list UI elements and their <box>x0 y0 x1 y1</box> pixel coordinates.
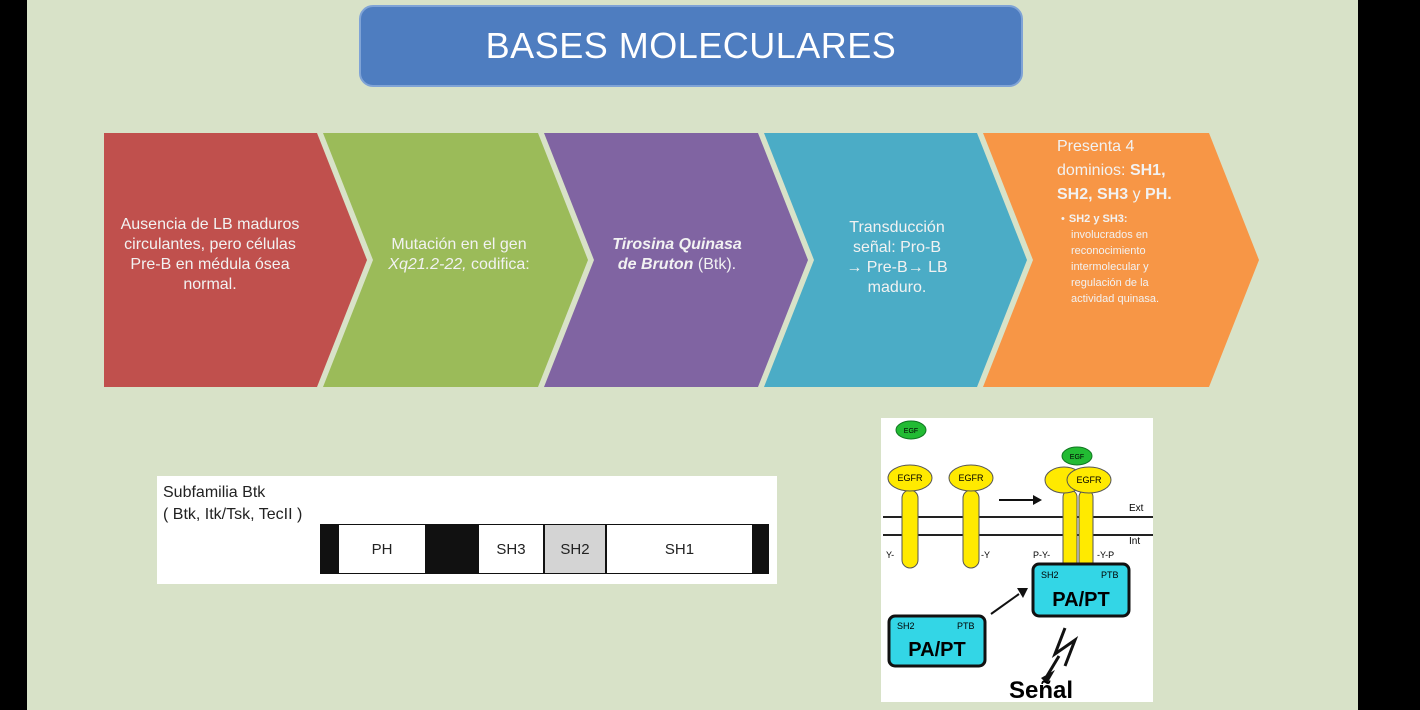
chevron-step-4 <box>764 133 1027 387</box>
papt-free-label: PA/PT <box>908 639 965 661</box>
papt-bound-ptb: PTB <box>1101 570 1119 580</box>
ext-label: Ext <box>1129 503 1144 514</box>
btk-title-line-2: ( Btk, Itk/Tsk, TecII ) <box>163 506 303 523</box>
papt-bound-sh2: SH2 <box>1041 570 1059 580</box>
domain-sh3: SH3 <box>478 524 544 574</box>
step-2-label: Mutación en el gen Xq21.2-22, codifica: <box>384 235 534 275</box>
recruitment-arrowhead <box>1017 588 1028 598</box>
egfr-1-head <box>887 464 933 492</box>
step-5-bullets: SH2 y SH3: involucrados en reconocimient… <box>1057 211 1187 307</box>
egf-free-label: EGF <box>904 428 918 435</box>
chevron-step-2 <box>323 133 588 387</box>
recruitment-arrow <box>990 593 1020 615</box>
egfr-1-stem <box>901 489 919 569</box>
step-4-text: Transducción señal: Pro-B → Pre-B→ LB ma… <box>827 210 967 305</box>
step-4-line-2: → Pre-B→ LB maduro. <box>846 258 948 296</box>
signal-label: Señal <box>1009 677 1073 702</box>
step-3-label: Tirosina Quinasa de Bruton (Btk). <box>607 235 747 275</box>
papt-free-sh2: SH2 <box>897 621 915 631</box>
step-1-text: Ausencia de LB maduros circulantes, pero… <box>110 200 310 310</box>
egf-free <box>895 420 927 440</box>
signal-arrow-line <box>1045 655 1061 677</box>
int-label: Int <box>1129 536 1140 547</box>
egfr-dimer-stem-1 <box>1062 489 1078 573</box>
py-left-label: P-Y- <box>1033 550 1050 560</box>
step-5-and: y <box>1132 186 1141 203</box>
papt-bound <box>1031 562 1131 618</box>
btk-domain-diagram: Subfamilia Btk ( Btk, Itk/Tsk, TecII ) P… <box>157 476 777 584</box>
btk-linker <box>426 524 478 574</box>
step-5-bullet-text: involucrados en reconocimiento intermole… <box>1071 229 1160 305</box>
signal-zigzag <box>1051 627 1079 667</box>
chevron-step-1 <box>104 133 367 387</box>
dimerization-arrowhead <box>1033 495 1042 505</box>
step-2-text-1: Mutación en el gen <box>391 236 527 253</box>
step-5-domains: SH1, SH2, SH3 <box>1057 162 1166 203</box>
step-3-text: Tirosina Quinasa de Bruton (Btk). <box>607 215 747 295</box>
egf-bound-label: EGF <box>1070 454 1084 461</box>
step-1-label: Ausencia de LB maduros circulantes, pero… <box>120 216 300 293</box>
process-chevrons <box>104 133 1259 387</box>
y-right-label: -Y <box>981 550 990 560</box>
btk-n-terminus <box>320 524 338 574</box>
step-5-ph: PH. <box>1145 186 1172 203</box>
papt-free-ptb: PTB <box>957 621 975 631</box>
domain-ph: PH <box>338 524 426 574</box>
btk-diagram-title: Subfamilia Btk ( Btk, Itk/Tsk, TecII ) <box>163 482 302 526</box>
slide: BASES MOLECULARES Ausencia de LB maduros… <box>27 0 1358 710</box>
btk-title-line-1: Subfamilia Btk <box>163 484 266 501</box>
step-2-text-2: codifica: <box>471 256 530 273</box>
signal-arrowhead <box>1041 670 1055 684</box>
step-3-abbrev: (Btk). <box>697 256 737 273</box>
papt-free <box>887 614 987 668</box>
egfr-dimer-stem-2 <box>1078 489 1094 573</box>
domain-sh1: SH1 <box>606 524 753 574</box>
step-4-line-1: Transducción señal: Pro-B <box>849 218 945 256</box>
egfr-signaling-diagram: Ext Int EGF EGFR Y- EGFR -Y EGF <box>881 418 1153 704</box>
egfr-dimer-head-2 <box>1066 466 1112 494</box>
step-2-text: Mutación en el gen Xq21.2-22, codifica: <box>384 215 534 295</box>
btk-c-terminus <box>753 524 769 574</box>
step-5-bullet: SH2 y SH3: involucrados en reconocimient… <box>1068 211 1187 307</box>
egfr-1-label: EGFR <box>897 473 923 483</box>
domain-sh2: SH2 <box>544 524 606 574</box>
y-left-label: Y- <box>886 550 894 560</box>
step-5-bullet-bold: SH2 y SH3: <box>1068 213 1128 225</box>
chevron-step-3 <box>544 133 808 387</box>
step-5-lead-1: Presenta 4 dominios: <box>1057 138 1135 179</box>
egfr-dimer-label: EGFR <box>1076 475 1102 485</box>
egfr-svg: Ext Int EGF EGFR Y- EGFR -Y EGF <box>883 420 1153 704</box>
egf-bound <box>1061 446 1093 466</box>
step-5-lead: Presenta 4 dominios: SH1, SH2, SH3 y PH. <box>1057 135 1187 207</box>
egfr-2-label: EGFR <box>958 473 984 483</box>
papt-bound-label: PA/PT <box>1052 589 1109 611</box>
slide-title: BASES MOLECULARES <box>359 5 1023 87</box>
py-right-label: -Y-P <box>1097 550 1114 560</box>
egfr-2-stem <box>962 489 980 569</box>
step-5-text: Presenta 4 dominios: SH1, SH2, SH3 y PH.… <box>1057 135 1187 385</box>
egfr-2-head <box>948 464 994 492</box>
step-3-enzyme: Tirosina Quinasa de Bruton <box>612 236 742 273</box>
step-2-gene: Xq21.2-22, <box>388 256 467 273</box>
